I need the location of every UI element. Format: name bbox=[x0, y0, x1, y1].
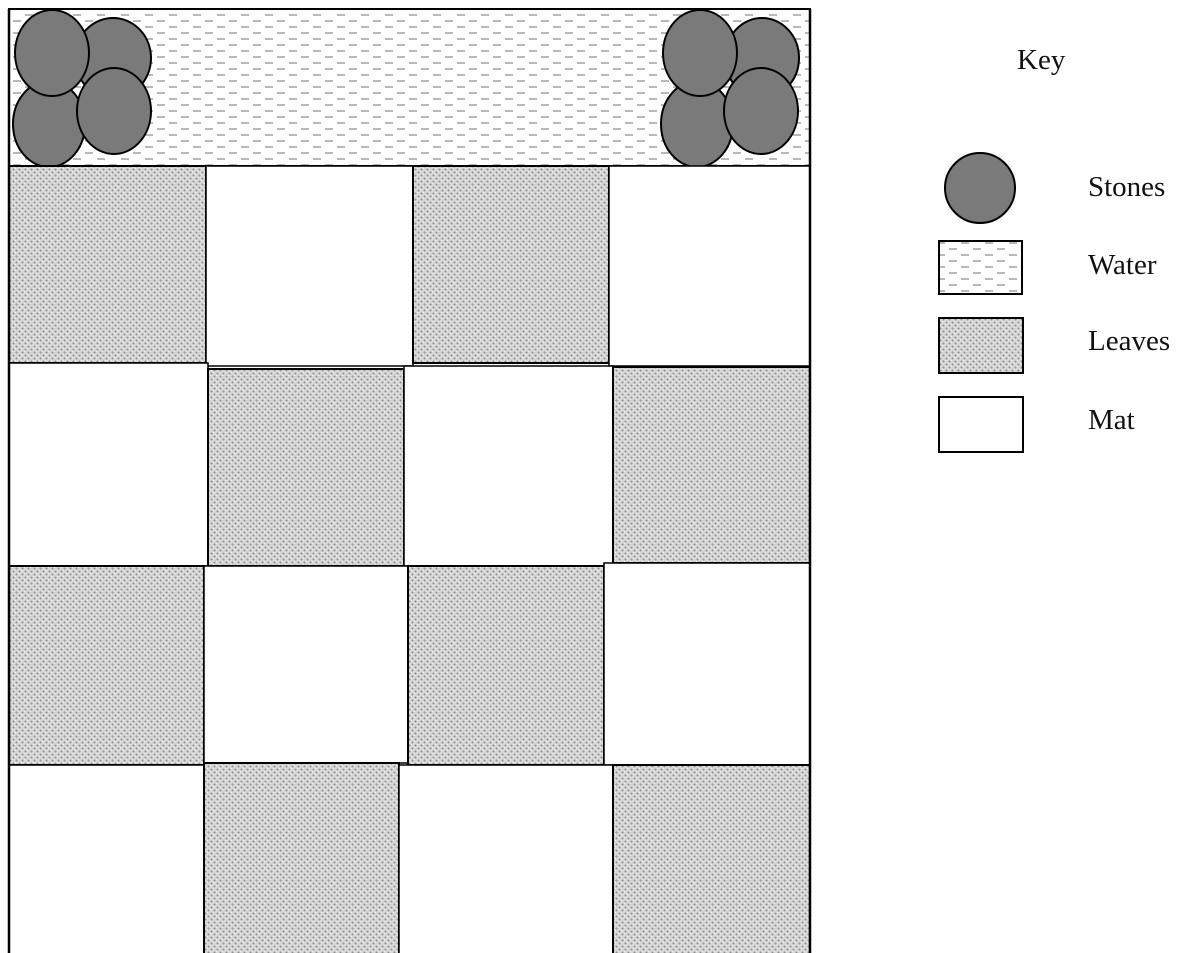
stone bbox=[15, 10, 89, 96]
legend-label-water: Water bbox=[1088, 249, 1157, 281]
garden-diagram bbox=[9, 9, 810, 953]
stone-cluster-left bbox=[13, 10, 151, 167]
mat-square bbox=[399, 765, 613, 953]
stone-swatch-icon bbox=[945, 153, 1015, 223]
legend-title: Key bbox=[1017, 44, 1066, 76]
mat-square bbox=[404, 366, 613, 566]
stone bbox=[77, 68, 151, 154]
mat-square bbox=[609, 166, 810, 366]
legend-label-mat: Mat bbox=[1088, 404, 1135, 436]
leaves-square bbox=[408, 566, 604, 765]
mat-square bbox=[206, 166, 413, 366]
leaves-square bbox=[613, 367, 810, 563]
legend-label-leaves: Leaves bbox=[1088, 325, 1170, 357]
mat-square bbox=[9, 765, 204, 953]
mat-grid bbox=[9, 166, 810, 953]
legend-item-stones: Stones bbox=[945, 153, 1165, 223]
leaves-square bbox=[9, 566, 204, 765]
leaves-square bbox=[613, 765, 810, 953]
legend-item-water: Water bbox=[939, 241, 1157, 294]
leaves-square bbox=[208, 369, 404, 566]
stone bbox=[724, 68, 798, 154]
leaves-square bbox=[204, 763, 399, 953]
leaves-swatch-icon bbox=[939, 318, 1023, 373]
stone-cluster-right bbox=[661, 10, 799, 167]
legend-label-stones: Stones bbox=[1088, 171, 1165, 203]
mat-swatch-icon bbox=[939, 397, 1023, 452]
legend: Key Stones Water Leaves Mat bbox=[939, 44, 1170, 452]
legend-item-mat: Mat bbox=[939, 397, 1135, 452]
leaves-square bbox=[9, 166, 206, 363]
mat-square bbox=[604, 563, 810, 765]
legend-item-leaves: Leaves bbox=[939, 318, 1170, 373]
mat-square bbox=[9, 363, 208, 566]
water-swatch-icon bbox=[939, 241, 1022, 294]
stone bbox=[663, 10, 737, 96]
leaves-square bbox=[413, 166, 609, 363]
mat-square bbox=[204, 566, 408, 763]
